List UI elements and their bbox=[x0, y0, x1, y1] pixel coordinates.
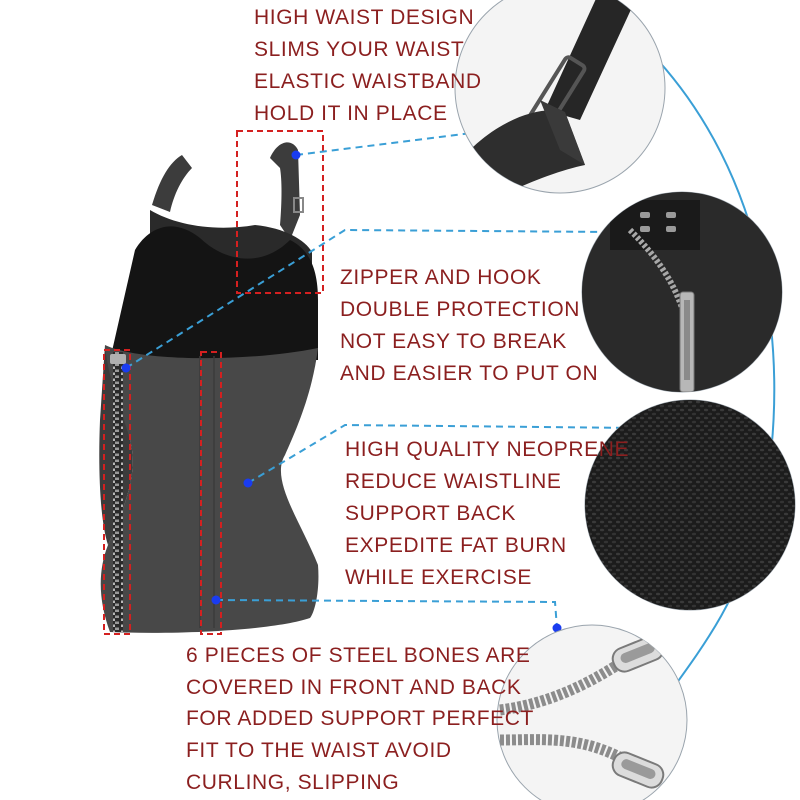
feature-line: SUPPORT BACK bbox=[345, 502, 516, 525]
vest-front-body bbox=[100, 345, 319, 633]
feature-line: HIGH WAIST DESIGN bbox=[254, 6, 475, 29]
feature-line: ELASTIC WAISTBAND bbox=[254, 70, 482, 93]
feature-line: WHILE EXERCISE bbox=[345, 566, 532, 589]
waist-trainer-vest bbox=[99, 142, 319, 633]
vest-lining bbox=[110, 226, 318, 360]
feature-line: HIGH QUALITY NEOPRENE bbox=[345, 438, 630, 461]
bone-highlight-box bbox=[200, 351, 222, 635]
feature-line: AND EASIER TO PUT ON bbox=[340, 362, 599, 385]
feature-line: FOR ADDED SUPPORT PERFECT bbox=[186, 707, 534, 731]
front-zipper bbox=[113, 352, 123, 632]
steel-bone-closeup bbox=[496, 624, 688, 800]
right-strap bbox=[270, 142, 300, 240]
feature-line: CURLING, SLIPPING bbox=[186, 770, 400, 794]
feature-steel-bones-text: 6 PIECES OF STEEL BONES ARE COVERED IN F… bbox=[186, 640, 534, 798]
feature-line: ZIPPER AND HOOK bbox=[340, 266, 542, 289]
feature-line: EXPEDITE FAT BURN bbox=[345, 534, 567, 557]
feature-line: HOLD IT IN PLACE bbox=[254, 102, 448, 125]
feature-line: SLIMS YOUR WAIST bbox=[254, 38, 465, 61]
feature-line: COVERED IN FRONT AND BACK bbox=[186, 675, 522, 699]
zipper-highlight-box bbox=[103, 349, 131, 635]
feature-line: 6 PIECES OF STEEL BONES ARE bbox=[186, 644, 531, 667]
feature-line: DOUBLE PROTECTION bbox=[340, 298, 581, 321]
feature-line: FIT TO THE WAIST AVOID bbox=[186, 739, 452, 763]
zipper-hook-closeup bbox=[581, 191, 783, 393]
feature-zipper-hook-text: ZIPPER AND HOOK DOUBLE PROTECTION NOT EA… bbox=[340, 262, 598, 390]
leader-lines bbox=[125, 131, 639, 629]
feature-line: NOT EASY TO BREAK bbox=[340, 330, 567, 353]
feature-neoprene-text: HIGH QUALITY NEOPRENE REDUCE WAISTLINE S… bbox=[345, 434, 629, 594]
left-strap bbox=[152, 155, 192, 212]
feature-line: REDUCE WAISTLINE bbox=[345, 470, 562, 493]
neoprene-fabric-closeup bbox=[584, 399, 796, 611]
strap-highlight-box bbox=[236, 130, 324, 294]
feature-high-waist-text: HIGH WAIST DESIGN SLIMS YOUR WAIST ELAST… bbox=[254, 2, 482, 130]
strap-buckle-closeup bbox=[454, 0, 666, 194]
